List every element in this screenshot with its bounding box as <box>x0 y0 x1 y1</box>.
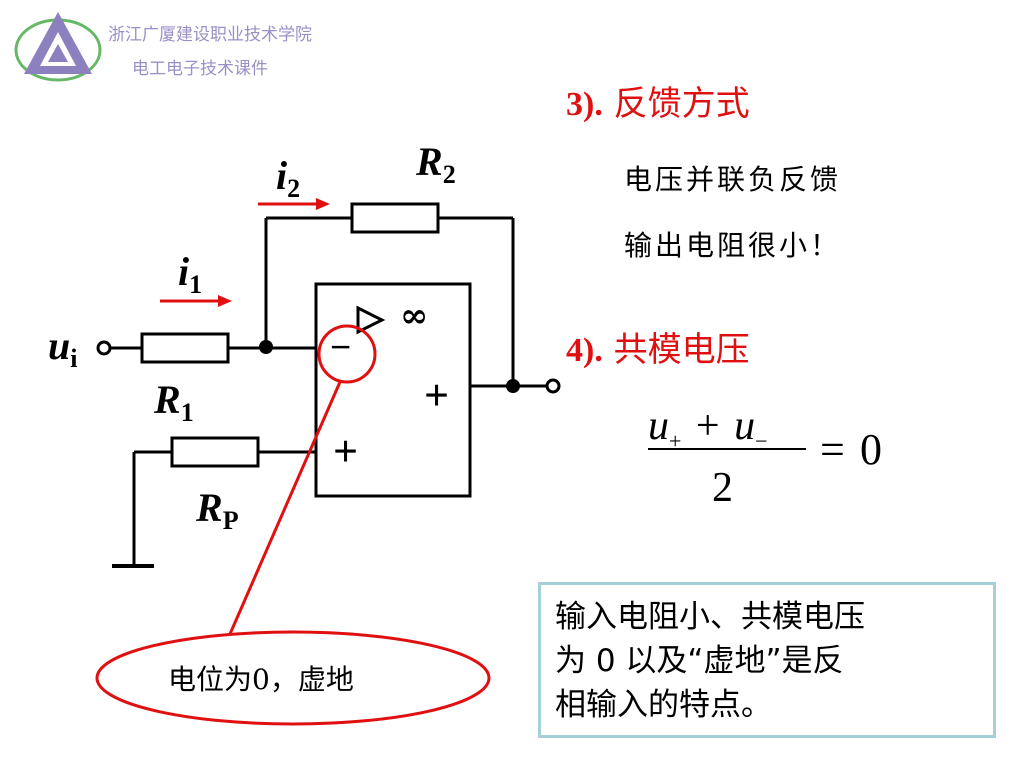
summary-note-box: 输入电阻小、共模电压 为 0 以及“虚地”是反 相输入的特点。 <box>538 582 996 738</box>
section-4-number: 4). <box>566 332 603 369</box>
common-mode-formula: u+ + u− 2 = 0 <box>648 402 908 514</box>
course-name: 电工电子技术课件 <box>132 59 268 79</box>
label-ui: ui <box>48 323 78 373</box>
label-i1: i1 <box>178 249 203 299</box>
resistor-rp <box>170 436 260 468</box>
junction-node-input <box>259 340 273 354</box>
school-logo <box>14 12 102 82</box>
virtual-ground-callout-text: 电位为0，虚地 <box>168 663 354 696</box>
label-r1: R1 <box>154 377 194 427</box>
callout-pointer-line <box>228 381 342 635</box>
junction-node-output <box>506 379 520 393</box>
op-amp-triangle-icon <box>356 305 386 335</box>
formula-plus-sign: + <box>695 403 720 449</box>
section-3-heading: 3). 反馈方式 <box>566 76 750 125</box>
virtual-ground-circle <box>317 324 377 384</box>
formula-denominator: 2 <box>712 465 733 511</box>
label-r2: R2 <box>416 139 456 189</box>
fraction-bar <box>648 448 806 450</box>
label-i2: i2 <box>276 153 301 203</box>
resistor-r1 <box>140 332 230 364</box>
section-3-number: 3). <box>566 86 603 123</box>
formula-equals: = <box>820 425 845 474</box>
formula-result: 0 <box>860 425 882 474</box>
formula-numerator: u+ + u− <box>648 402 768 454</box>
output-polarity-sign: + <box>424 371 450 420</box>
note-line-2: 为 0 以及“虚地”是反 <box>555 643 844 679</box>
output-terminal <box>545 378 561 394</box>
resistor-r2 <box>350 202 440 234</box>
noninverting-input-sign: + <box>333 427 359 476</box>
infinity-gain-symbol: ∞ <box>400 296 429 336</box>
formula-sub-plus: + <box>669 428 682 454</box>
output-resistance-text: 输出电阻很小！ <box>624 229 842 262</box>
i1-arrow-icon <box>218 295 232 307</box>
feedback-type-text: 电压并联负反馈 <box>624 163 842 196</box>
formula-u-plus: u <box>648 403 669 449</box>
input-terminal <box>96 340 112 356</box>
inverting-input-sign: − <box>330 326 352 367</box>
label-rp: RP <box>196 485 239 535</box>
section-3-title: 反馈方式 <box>613 84 750 124</box>
note-line-1: 输入电阻小、共模电压 <box>555 599 865 635</box>
i2-arrow-icon <box>316 198 330 210</box>
section-4-heading: 4). 共模电压 <box>566 322 750 371</box>
note-line-3: 相输入的特点。 <box>555 687 772 723</box>
op-amp-body <box>314 282 472 498</box>
callout-oval <box>95 630 491 726</box>
formula-sub-minus: − <box>755 428 768 454</box>
school-name: 浙江广厦建设职业技术学院 <box>108 25 312 45</box>
formula-u-minus: u <box>734 403 756 449</box>
section-4-title: 共模电压 <box>613 330 750 370</box>
